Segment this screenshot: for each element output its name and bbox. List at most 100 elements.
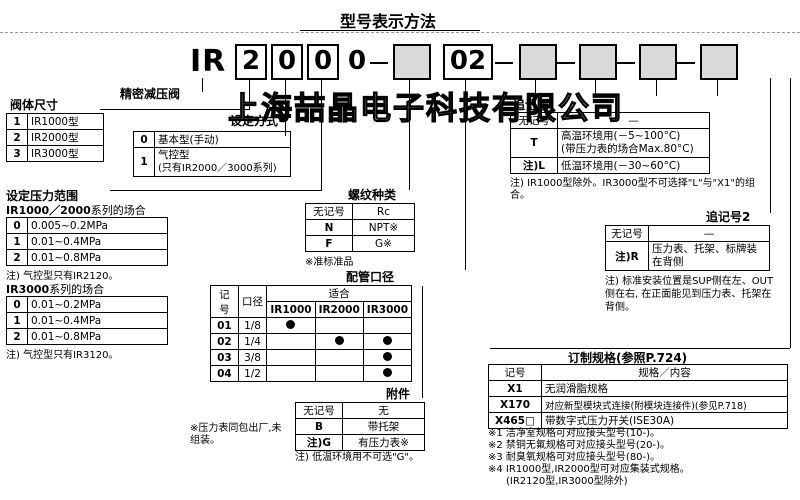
code-cell: T (510, 128, 558, 158)
code-cell: 无记号 (295, 402, 343, 419)
custom-slot (700, 44, 738, 80)
header-cell: 记号 (210, 285, 239, 318)
connector-line (249, 78, 250, 110)
code-cell: 3 (6, 145, 28, 162)
model-port: 02 (443, 44, 493, 80)
reducer-label: 精密减压阀 (120, 87, 181, 101)
fit-cell (266, 365, 316, 382)
fit-cell (266, 349, 316, 366)
fit-cell (362, 349, 413, 366)
code-cell: 2 (6, 328, 28, 345)
header-cell: IR3000 (362, 301, 413, 318)
fit-dot (382, 351, 392, 361)
connector-line (656, 78, 657, 96)
value-cell: NPT※ (352, 219, 415, 236)
code-cell: 2 (6, 129, 28, 146)
fit-dot (286, 319, 296, 329)
code-cell: 03 (210, 349, 239, 366)
setting-value-sub: (只有IR2000／3000系列) (158, 163, 277, 174)
model-dash (617, 62, 635, 64)
connector-line (490, 348, 790, 349)
pressure-ir1000-heading: IR1000／2000系列的场合 (6, 202, 146, 218)
value-cell: 气控型 (只有IR2000／3000系列) (154, 147, 291, 177)
header-cell: 口径 (237, 285, 268, 318)
value-cell: 带数字式压力开关(ISE30A) (541, 412, 788, 429)
value-cell: IR3000型 (27, 145, 104, 162)
custom-note: ※4 IR1000型,IR2000型可对应集装式规格。 (488, 464, 690, 475)
thread-slot (393, 44, 431, 80)
model-digit-size: 2 (235, 44, 267, 80)
option2-note: 注) 标准安装位置是SUP侧在左、OUT侧在右, 在正面能见到压力表、托架在背侧… (605, 276, 774, 313)
size-cell: 1/8 (237, 317, 268, 334)
model-zero: 0 (348, 46, 367, 76)
connector-line (595, 78, 596, 96)
code-cell: X1 (488, 380, 542, 397)
code-cell: 0 (6, 217, 28, 234)
table-row: X465□带数字式压力开关(ISE30A) (488, 412, 788, 429)
connector-line (717, 78, 718, 96)
connector-line (285, 78, 286, 136)
value-cell: G※ (352, 235, 415, 252)
option2-slot (639, 44, 677, 80)
connector-line (321, 78, 322, 190)
model-dash (370, 62, 388, 64)
code-cell: 无记号 (305, 203, 353, 220)
fit-cell (314, 317, 364, 334)
value-cell: IR2000型 (27, 129, 104, 146)
value-cell: 压力表、托架、标牌装在背侧 (648, 241, 770, 271)
custom-note: ※1 洁净室规格可对应接头型号(10-)。 (488, 428, 661, 439)
custom-note: (IR2120型,IR3000型除外) (506, 476, 628, 487)
value-cell: 0.01~0.8MPa (27, 328, 168, 345)
header-cell: 规格／内容 (541, 364, 788, 381)
value-cell: 带托架 (342, 418, 425, 435)
value-cell: 无 (342, 402, 425, 419)
code-cell: 注)G (295, 434, 343, 451)
custom-note: ※3 耐臭氧规格可对应接头型号(80-)。 (488, 452, 661, 463)
connector-line (535, 78, 536, 96)
pressure-ir3000-note: 注) 气控型只有IR3120。 (6, 350, 119, 361)
fit-cell (314, 349, 364, 366)
fit-cell (362, 365, 413, 382)
fit-dot (382, 335, 392, 345)
pressure-ir3000-heading: IR3000系列的场合 (6, 281, 104, 297)
custom-label: 订制规格(参照P.724) (568, 351, 688, 365)
code-cell: 无记号 (605, 225, 649, 242)
connector-line (770, 78, 771, 213)
pressure-range-label: 设定压力范围 (6, 189, 79, 203)
pressure-ir3000-series: IR3000 (6, 283, 50, 296)
connector-line (110, 190, 322, 191)
code-cell: 1 (133, 147, 155, 177)
code-cell: 2 (6, 249, 28, 266)
thread-note: ※准标准品 (305, 257, 354, 268)
setting-value: 气控型 (158, 149, 190, 161)
fit-dot (334, 335, 344, 345)
accessory-slot (519, 44, 557, 80)
thread-label: 螺纹种类 (348, 188, 397, 202)
page-title: 型号表示方法 (340, 12, 437, 31)
port-size-label: 配管口径 (346, 270, 395, 284)
code-cell: 1 (6, 113, 28, 130)
code-cell: 注)L (510, 157, 558, 174)
code-cell: 注)R (605, 241, 649, 271)
model-prefix: IR (190, 44, 227, 79)
dashed-rule (0, 32, 800, 33)
watermark: 上海喆晶电子科技有限公司 (227, 90, 624, 127)
fit-cell (362, 333, 413, 350)
connector-line (202, 78, 203, 92)
model-digit-setting: 0 (271, 44, 303, 80)
value-cell: 无润滑脂规格 (541, 380, 788, 397)
code-cell: F (305, 235, 353, 252)
code-cell: 01 (210, 317, 239, 334)
title-underline (300, 30, 480, 31)
setting-label: 设定方式 (230, 114, 279, 128)
value-cell: 0.01~0.4MPa (27, 233, 168, 250)
